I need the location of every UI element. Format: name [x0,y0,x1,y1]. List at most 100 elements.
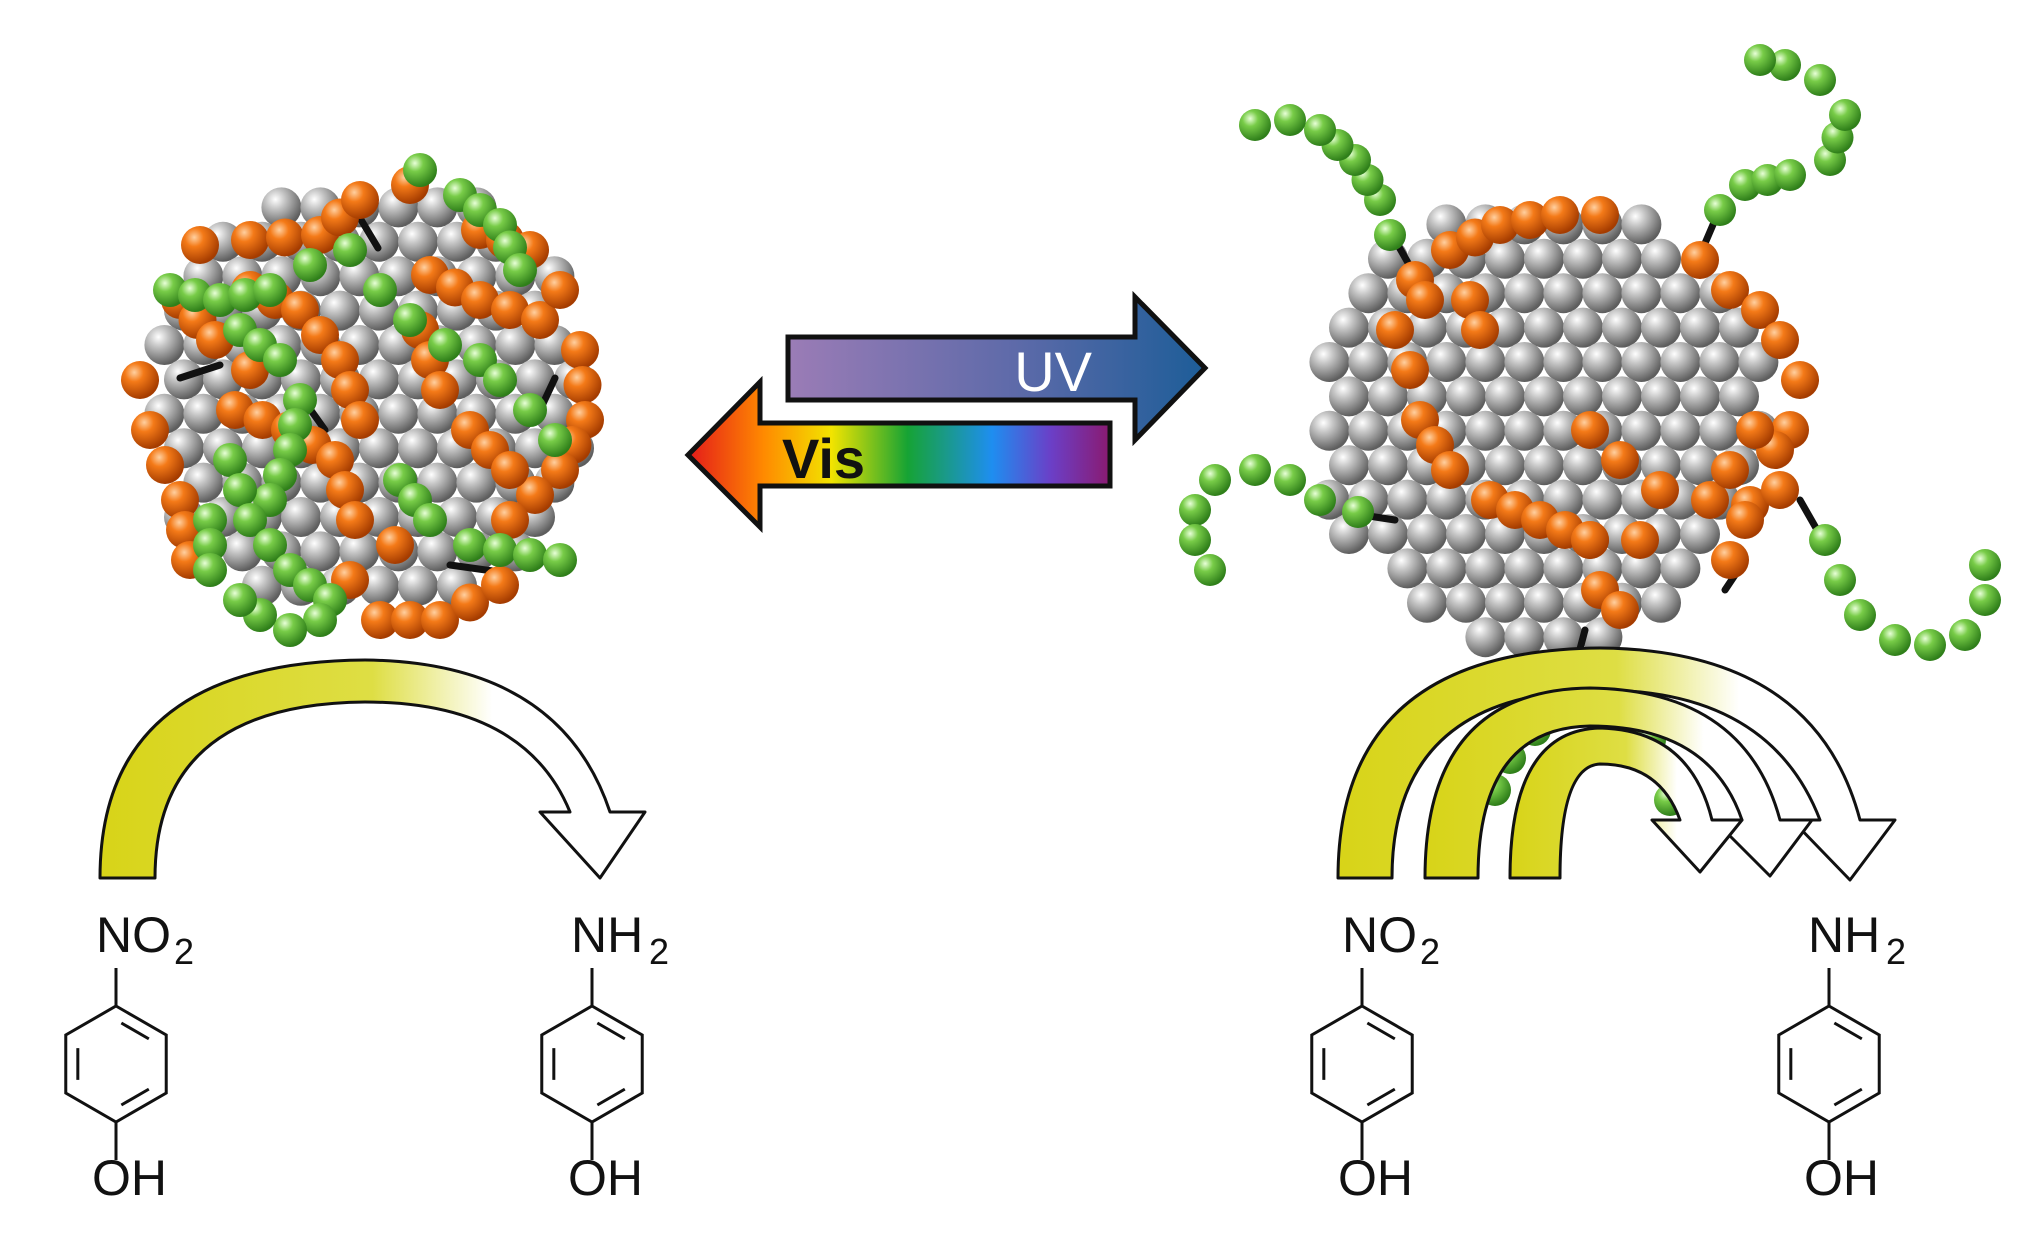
green-ligand [1744,44,1776,76]
green-ligand [253,273,287,307]
core-atom [242,428,282,469]
core-atom [1602,376,1642,417]
core-atom [1699,410,1740,451]
orange-ligand [1461,311,1499,349]
green-ligand [1914,629,1946,661]
core-atom [1660,410,1701,451]
core-atom [1621,342,1662,382]
core-atom [359,428,399,469]
core-atom [1543,342,1584,382]
orange-ligand [521,301,559,339]
core-atom [1524,307,1564,348]
core-atom [183,393,224,434]
right-product-subscript: 2 [1886,931,1906,972]
core-atom [378,393,419,434]
green-ligand [403,153,437,187]
orange-ligand [461,281,499,319]
core-atom [300,531,341,572]
green-ligand [1774,159,1806,191]
core-atom [1446,514,1486,554]
orange-ligand [1691,481,1729,519]
double-bond [1366,1087,1396,1107]
core-atom [1699,342,1740,382]
core-atom [1504,617,1545,658]
green-ligand [303,603,337,637]
right-reactant-group: NO [1342,907,1417,963]
orange-ligand [341,181,379,219]
green-ligand [193,503,227,537]
green-ligand [273,613,307,647]
green-ligand [1274,464,1306,496]
core-atom [1465,548,1506,589]
orange-ligand [1641,471,1679,509]
double-bond [120,1021,150,1041]
orange-ligand [331,371,369,409]
core-atom [144,325,185,365]
core-atom [1680,307,1720,348]
orange-ligand [1376,311,1414,349]
orange-ligand [121,361,159,399]
orange-ligand [541,271,579,309]
core-atom [1563,307,1603,348]
core-atom [1368,445,1408,486]
core-atom [1621,410,1662,451]
green-ligand [1949,619,1981,651]
right-reaction-arrow-inner [1508,726,1744,880]
core-atom [1465,617,1506,658]
core-atom [359,565,399,606]
green-ligand [413,503,447,537]
green-ligand [1844,599,1876,631]
core-atom [1504,342,1545,382]
uv-arrow [785,290,1209,447]
core-atom [1504,273,1545,314]
right-reactant-molecule: NO 2 OH [1310,907,1440,1206]
green-ligand [503,253,537,287]
orange-ligand [1601,441,1639,479]
core-atom [1582,479,1623,520]
right-reaction-arrow-outer [1336,646,1897,882]
core-atom [1660,273,1701,314]
core-atom [1426,342,1467,382]
left-product-group: NH [571,907,643,963]
orange-ligand [1431,451,1469,489]
orange-ligand [1571,411,1609,449]
core-atom [515,359,555,400]
orange-ligand [316,441,354,479]
core-atom [1602,238,1642,279]
core-atom [1563,238,1603,279]
double-bond [1366,1021,1396,1041]
green-ligand [483,363,517,397]
orange-ligand [561,331,599,369]
right-reactant-oh: OH [1338,1150,1413,1206]
orange-ligand [1481,206,1519,244]
green-ligand [513,538,547,572]
right-product-oh: OH [1804,1150,1879,1206]
left-product-molecule: NH 2 OH [540,907,669,1206]
orange-ligand [481,566,519,604]
right-reactant-subscript: 2 [1420,931,1440,972]
core-atom [1329,376,1369,417]
green-ligand [1829,99,1861,131]
core-atom [1680,514,1720,554]
core-atom [1485,376,1525,417]
core-atom [398,221,438,262]
orange-ligand [1406,281,1444,319]
green-ligand [1969,549,2001,581]
uv-label: UV [1014,340,1092,403]
core-atom [1660,342,1701,382]
core-atom [1446,376,1486,417]
core-atom [1582,273,1623,314]
orange-ligand [321,341,359,379]
green-ligand [223,583,257,617]
orange-ligand [1711,451,1749,489]
ligand-tether [176,361,224,382]
core-atom [417,531,458,572]
right-product-molecule: NH 2 OH [1777,907,1906,1206]
orange-ligand [1601,591,1639,629]
right-product-group: NH [1808,907,1880,963]
green-ligand [1194,554,1226,586]
orange-ligand [336,501,374,539]
left-product-oh: OH [568,1150,643,1206]
core-atom [359,359,399,400]
